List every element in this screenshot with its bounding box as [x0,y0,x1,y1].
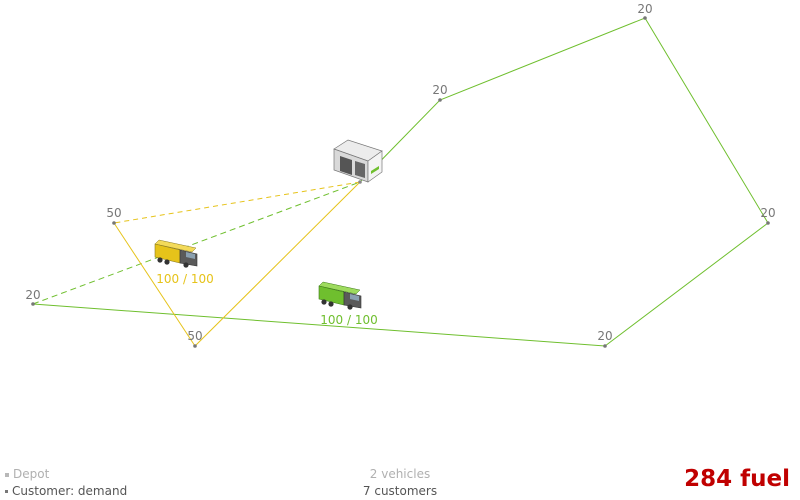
vehicle-yellow[interactable]: 100 / 100 [154,239,214,286]
route-yellow-out [113,181,361,224]
fuel-score: 284 fuel [684,466,790,492]
legend-customer: Customer: demand [5,483,127,500]
customer-demand: 50 [106,206,121,220]
depot[interactable] [333,139,383,184]
customer-demand: 20 [25,288,40,302]
route-green-return [32,181,361,305]
route-yellow [113,181,361,347]
customer-node[interactable]: 20 [637,2,653,20]
legend-customer-label: Customer: demand [12,484,128,498]
vehicle-load: 100 / 100 [156,272,213,286]
customer-node[interactable]: 20 [25,288,41,306]
vehicle-green[interactable]: 100 / 100 [318,281,378,327]
truck-icon [318,281,362,310]
customer-demand: 20 [760,206,775,220]
legend-depot: Depot [5,466,127,483]
vehicle-count: 2 vehicles [369,467,431,481]
truck-icon [154,239,198,268]
depot-marker-icon [5,472,9,477]
route-green [32,17,769,347]
legend: Depot Customer: demand [5,466,127,500]
customer-node[interactable]: 20 [432,83,448,102]
customer-demand: 50 [187,329,202,343]
customer-demand: 20 [432,83,447,97]
customer-marker-icon [5,490,8,493]
customer-node[interactable]: 20 [760,206,776,225]
customer-demand: 20 [597,329,612,343]
customer-count: 7 customers [362,484,438,498]
route-green-path [32,17,769,347]
customer-demand: 20 [637,2,652,16]
route-yellow-back [194,181,361,347]
customer-node[interactable]: 50 [187,329,203,348]
legend-depot-label: Depot [13,467,50,481]
route-map: 20 20 20 20 20 50 50 [25,2,776,348]
customer-nodes: 20 20 20 20 20 50 50 [25,2,776,348]
customer-node[interactable]: 50 [106,206,122,225]
stats: 2 vehicles 7 customers [300,466,500,500]
vehicle-load: 100 / 100 [320,313,377,327]
customer-node[interactable]: 20 [597,329,613,348]
warehouse-icon [333,139,383,183]
route-yellow-leg [113,222,196,347]
